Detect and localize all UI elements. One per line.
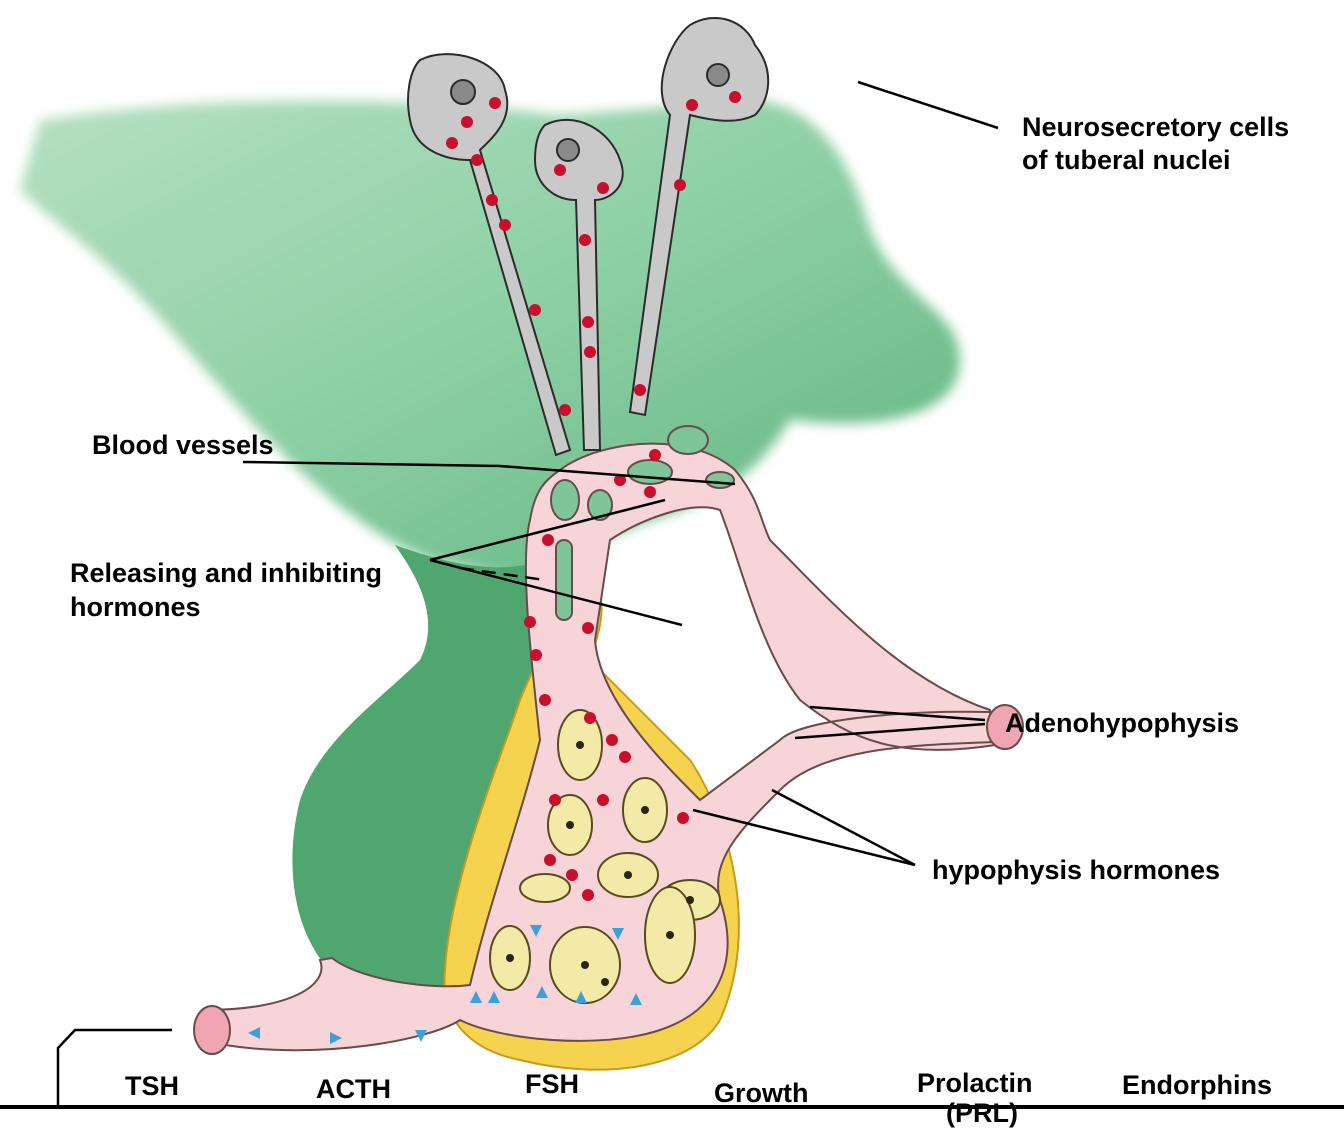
hormone-label-growth: Growth	[714, 1078, 809, 1109]
hormone-label-fsh: FSH	[525, 1069, 579, 1100]
hormone-label-endorphins: Endorphins	[1122, 1070, 1272, 1101]
label-blood-vessels: Blood vessels	[92, 430, 274, 461]
label-adenohypophysis: Adenohypophysis	[1005, 708, 1239, 739]
label-releasing-line2: hormones	[70, 592, 201, 623]
hypothalamus-region	[20, 100, 960, 580]
hormone-label-acth: ACTH	[316, 1074, 391, 1105]
label-neurosecretory-line2: of tuberal nuclei	[1022, 145, 1231, 176]
hormone-label-tsh: TSH	[125, 1071, 179, 1102]
label-neurosecretory-line1: Neurosecretory cells	[1022, 112, 1289, 143]
label-hypophysis-hormones: hypophysis hormones	[932, 855, 1220, 886]
hormone-label-prolactin: Prolactin	[917, 1068, 1033, 1099]
label-releasing-line1: Releasing and inhibiting	[70, 558, 382, 589]
hormone-label-prolactin-abbrev: (PRL)	[946, 1098, 1018, 1129]
